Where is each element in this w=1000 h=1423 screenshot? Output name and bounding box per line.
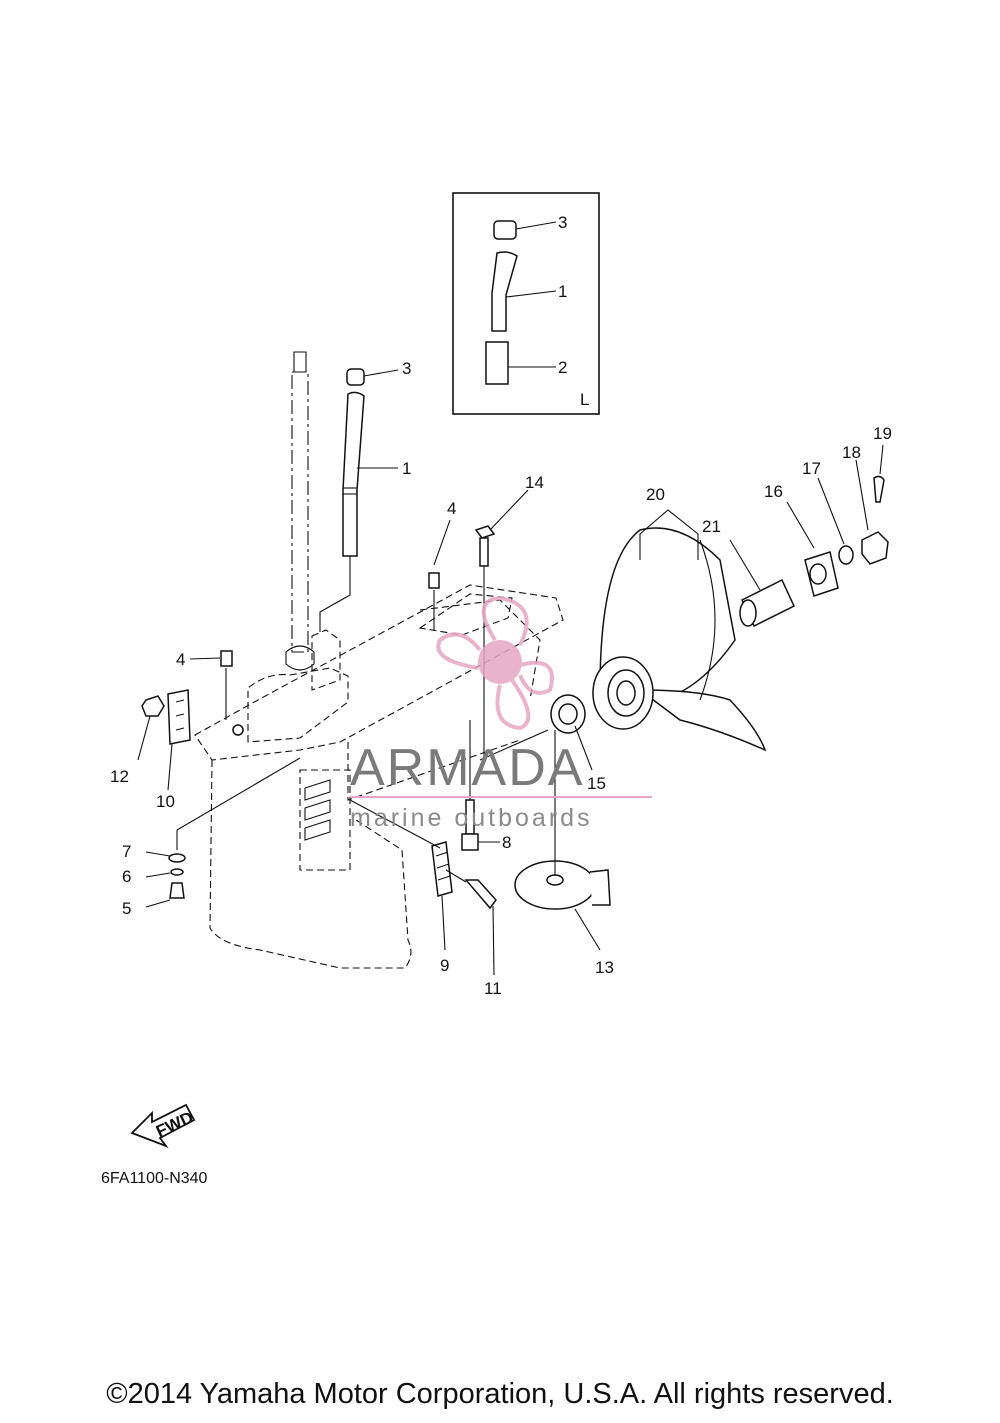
callout-17: 17 [802, 459, 821, 478]
washer-17 [838, 545, 854, 565]
washer-6 [170, 868, 184, 876]
watermark-title: ARMADA [350, 739, 584, 797]
dowel-4-top [428, 572, 440, 589]
washer-16 [804, 551, 839, 597]
inset-callout-3: 3 [558, 213, 567, 232]
callout-10: 10 [156, 792, 175, 811]
thrust-washer-15 [479, 694, 586, 761]
callout-3: 3 [402, 359, 411, 378]
inset-part-1 [491, 251, 518, 332]
bolt-5 [169, 882, 185, 899]
fwd-arrow-icon: FWD [130, 1103, 196, 1148]
callout-5: 5 [122, 899, 131, 918]
dowel-4-left [220, 650, 233, 667]
nut-18 [861, 531, 889, 565]
nut-12 [141, 695, 165, 717]
inset-part-2 [485, 341, 509, 385]
callout-7: 7 [122, 842, 131, 861]
trim-tab-10 [167, 689, 191, 745]
inset-letter: L [580, 390, 589, 409]
inset-box: 3 1 2 L [452, 192, 600, 415]
callout-15: 15 [587, 774, 606, 793]
inset-callout-1: 1 [558, 282, 567, 301]
washer-7 [168, 853, 186, 863]
inset-part-3 [493, 220, 517, 240]
anode-13 [514, 730, 611, 910]
grommet-3 [346, 368, 365, 386]
callout-4-top: 4 [447, 499, 456, 518]
callout-labels: 3 1 4 14 4 12 10 7 6 5 8 9 11 13 15 16 1… [110, 359, 892, 998]
copyright-notice: ©2014 Yamaha Motor Corporation, U.S.A. A… [106, 1378, 894, 1410]
bolt-8 [461, 720, 479, 851]
callout-21: 21 [702, 517, 721, 536]
callout-16: 16 [764, 482, 783, 501]
leader-lines [137, 369, 884, 976]
diagram-code: 6FA1100-N340 [101, 1170, 208, 1187]
callout-4-left: 4 [176, 650, 185, 669]
callout-14: 14 [525, 473, 544, 492]
callout-1: 1 [402, 459, 411, 478]
watermark-logo [436, 595, 554, 731]
callout-20: 20 [646, 485, 665, 504]
inset-callout-2: 2 [558, 358, 567, 377]
callout-12: 12 [110, 767, 129, 786]
watermark-subtitle: marine outboards [350, 804, 593, 832]
lower-casing [194, 584, 564, 969]
callout-18: 18 [842, 443, 861, 462]
water-tube [319, 368, 365, 632]
bolt-11 [349, 799, 497, 910]
spacer-21 [739, 578, 795, 628]
callout-13: 13 [595, 958, 614, 977]
cotter-pin-19 [873, 475, 885, 503]
parts [141, 525, 611, 910]
callout-8: 8 [502, 833, 511, 852]
callout-11: 11 [484, 979, 502, 998]
callout-19: 19 [873, 424, 892, 443]
drive-shaft [285, 351, 315, 671]
callout-9: 9 [440, 956, 449, 975]
trim-tab-9 [431, 841, 453, 897]
callout-6: 6 [122, 867, 131, 886]
propeller-20 [592, 527, 767, 752]
